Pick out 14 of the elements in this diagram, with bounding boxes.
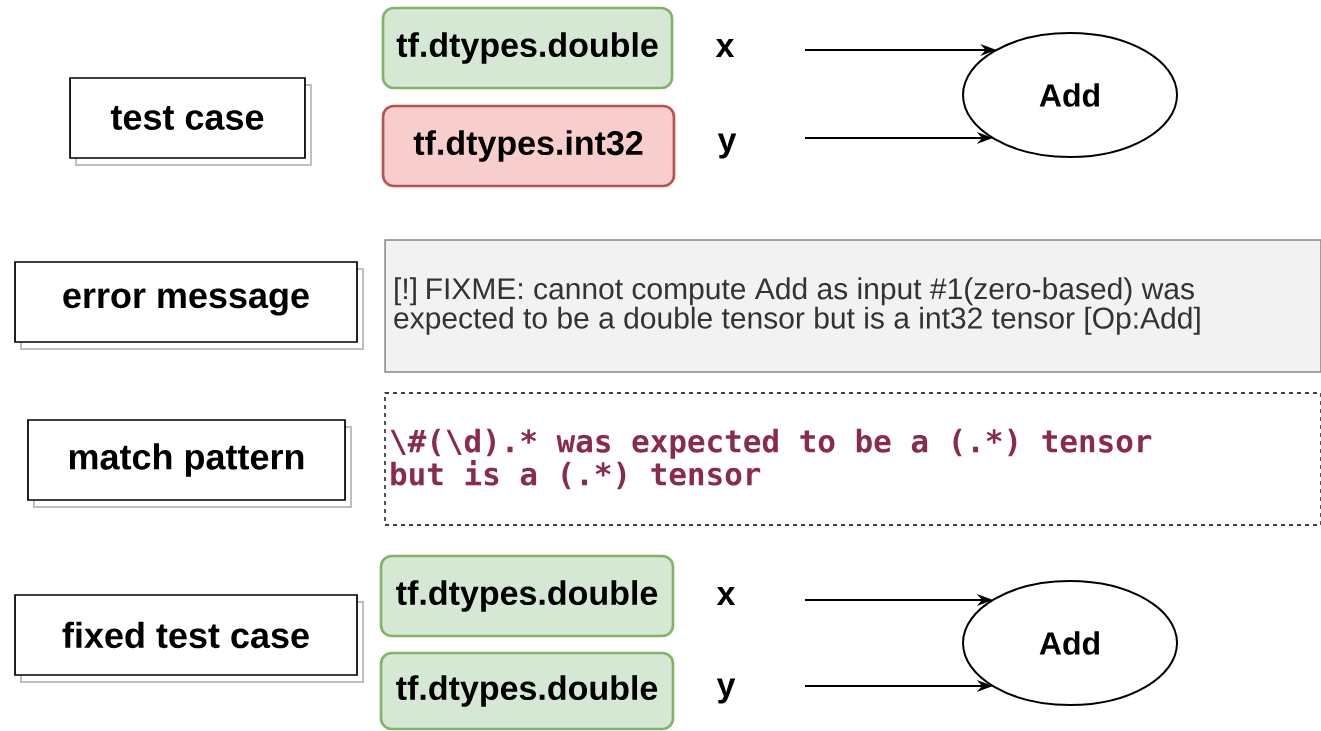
label-box: match pattern bbox=[27, 419, 352, 508]
type-box: tf.dtypes.double bbox=[381, 6, 674, 90]
message-box: [!] FIXME: cannot compute Add as input #1(zero-based) was expected to be a double tensor but is a int32 tensor [Op:Add] bbox=[384, 239, 1321, 373]
type-box: tf.dtypes.int32 bbox=[381, 104, 676, 188]
type-box: tf.dtypes.double bbox=[379, 651, 675, 731]
type-box: tf.dtypes.double bbox=[379, 554, 675, 638]
label-box: fixed test case bbox=[14, 594, 364, 683]
port-label: x bbox=[715, 39, 735, 57]
port-label: x bbox=[716, 587, 736, 605]
port-label: y bbox=[717, 133, 737, 159]
label-box: test case bbox=[69, 77, 312, 166]
port-label: y bbox=[716, 678, 736, 704]
pattern-box: \#(\d).* was expected to be a (.*) tensor but is a (.*) tensor bbox=[384, 392, 1321, 526]
label-box: error message bbox=[14, 261, 364, 350]
